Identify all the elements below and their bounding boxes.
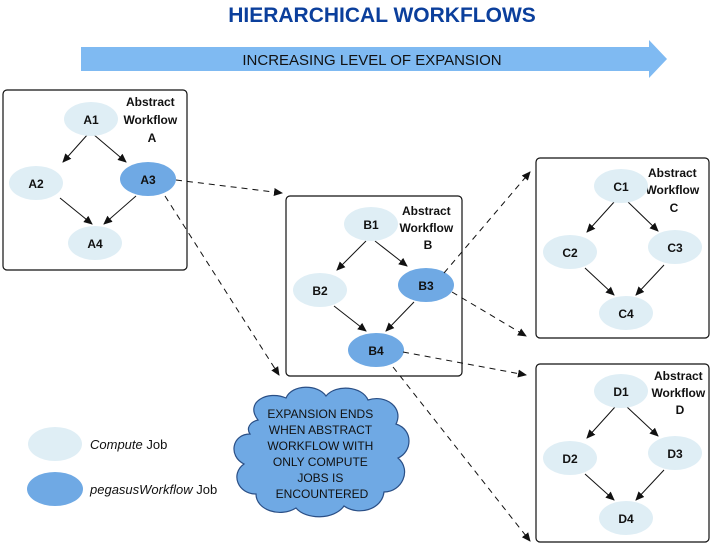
- workflow-c-label: Abstract Workflow C: [645, 166, 702, 215]
- node-b1: [344, 207, 398, 241]
- node-d4: [599, 501, 653, 535]
- node-c2-label: C2: [562, 246, 578, 260]
- node-c2: [543, 235, 597, 269]
- link-a3-to-b-bottom: [164, 195, 280, 376]
- workflow-c: Abstract Workflow C C1 C2 C3 C4: [535, 157, 710, 339]
- legend-workflow-swatch: [27, 472, 83, 506]
- node-c1: [594, 169, 648, 203]
- workflow-d-box: [535, 363, 710, 543]
- node-b1-label: B1: [363, 218, 379, 232]
- legend-workflow-label: pegasusWorkflow Job: [89, 482, 217, 497]
- link-b3-to-c-top: [443, 171, 531, 274]
- node-c4: [599, 296, 653, 330]
- node-b2-label: B2: [312, 284, 328, 298]
- node-b3: [398, 268, 454, 302]
- link-a3-to-b: [175, 179, 283, 196]
- node-d1: [594, 374, 648, 408]
- expansion-arrow: INCREASING LEVEL OF EXPANSION: [81, 40, 667, 78]
- node-a2-label: A2: [28, 177, 44, 191]
- workflow-a: Abstract Workflow A A1 A2 A3 A4: [2, 89, 188, 271]
- workflow-d-label: Abstract Workflow D: [651, 369, 708, 417]
- workflow-a-box: [2, 89, 188, 271]
- node-d3-label: D3: [667, 447, 683, 461]
- workflow-b-box: [285, 195, 463, 377]
- node-c4-label: C4: [618, 307, 634, 321]
- node-b4: [348, 333, 404, 367]
- node-d3: [648, 436, 702, 470]
- workflow-b-label: Abstract Workflow B: [399, 204, 456, 252]
- node-b4-label: B4: [368, 344, 384, 358]
- node-d2-label: D2: [562, 452, 578, 466]
- node-d1-label: D1: [613, 385, 629, 399]
- node-b2: [293, 273, 347, 307]
- node-a2: [9, 166, 63, 200]
- node-d2: [543, 441, 597, 475]
- node-a3: [120, 162, 176, 196]
- workflow-c-box: [535, 157, 710, 339]
- workflow-b: Abstract Workflow B B1 B2 B3 B4: [285, 195, 463, 377]
- legend-compute-label: Compute Job: [90, 437, 167, 452]
- workflow-a-label: Abstract Workflow A: [123, 95, 180, 145]
- node-c3: [648, 230, 702, 264]
- diagram-title: HIERARCHICAL WORKFLOWS: [228, 4, 536, 27]
- node-b3-label: B3: [418, 279, 434, 293]
- node-d4-label: D4: [618, 512, 634, 526]
- expansion-links: [164, 171, 531, 542]
- node-a1: [64, 102, 118, 136]
- link-b4-to-d-bottom: [392, 366, 531, 542]
- node-a3-label: A3: [140, 173, 156, 187]
- expansion-end-cloud: EXPANSION ENDS WHEN ABSTRACT WORKFLOW WI…: [233, 386, 410, 518]
- node-a4-label: A4: [87, 237, 103, 251]
- node-c3-label: C3: [667, 241, 683, 255]
- legend-compute-swatch: [28, 427, 82, 461]
- link-b4-to-d-top: [402, 351, 527, 378]
- cloud-text: EXPANSION ENDS WHEN ABSTRACT WORKFLOW WI…: [267, 407, 376, 501]
- node-a4: [68, 226, 122, 260]
- link-b3-to-c-bottom: [451, 291, 527, 337]
- node-c1-label: C1: [613, 180, 629, 194]
- legend: Compute Job pegasusWorkflow Job: [27, 427, 217, 506]
- expansion-arrow-label: INCREASING LEVEL OF EXPANSION: [242, 52, 501, 69]
- node-a1-label: A1: [83, 113, 99, 127]
- workflow-d: Abstract Workflow D D1 D2 D3 D4: [535, 363, 710, 543]
